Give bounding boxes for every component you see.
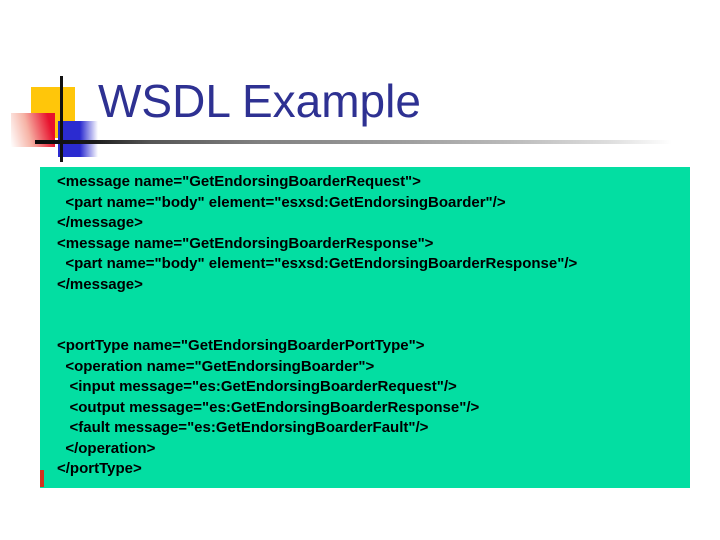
code-line: <portType name="GetEndorsingBoarderPortT… [57,337,425,354]
code-line: <output message="es:GetEndorsingBoarderR… [57,398,480,416]
wsdl-porttype-block: <portType name="GetEndorsingBoarderPortT… [57,336,682,480]
wsdl-messages-block: <message name="GetEndorsingBoarderReques… [57,172,682,295]
code-line: <message name="GetEndorsingBoarderReques… [57,173,421,190]
title-underline-rule [35,140,672,144]
logo-vertical-line [60,76,63,162]
code-line: <message name="GetEndorsingBoarderRespon… [57,234,434,252]
code-line: <part name="body" element="esxsd:GetEndo… [57,255,578,272]
code-line: <input message="es:GetEndorsingBoarderRe… [57,378,457,395]
logo-blue-square [58,121,98,157]
code-line: <operation name="GetEndorsingBoarder"> [57,357,375,375]
red-edge-mark [40,470,44,487]
code-line: </message> [57,275,143,293]
code-line: </operation> [57,439,156,457]
code-line: <part name="body" element="esxsd:GetEndo… [57,193,506,211]
wsdl-code-box: <message name="GetEndorsingBoarderReques… [40,167,690,488]
code-line: </portType> [57,460,142,477]
code-line: </message> [57,214,143,231]
code-line: <fault message="es:GetEndorsingBoarderFa… [57,419,429,436]
slide-title: WSDL Example [98,75,421,127]
